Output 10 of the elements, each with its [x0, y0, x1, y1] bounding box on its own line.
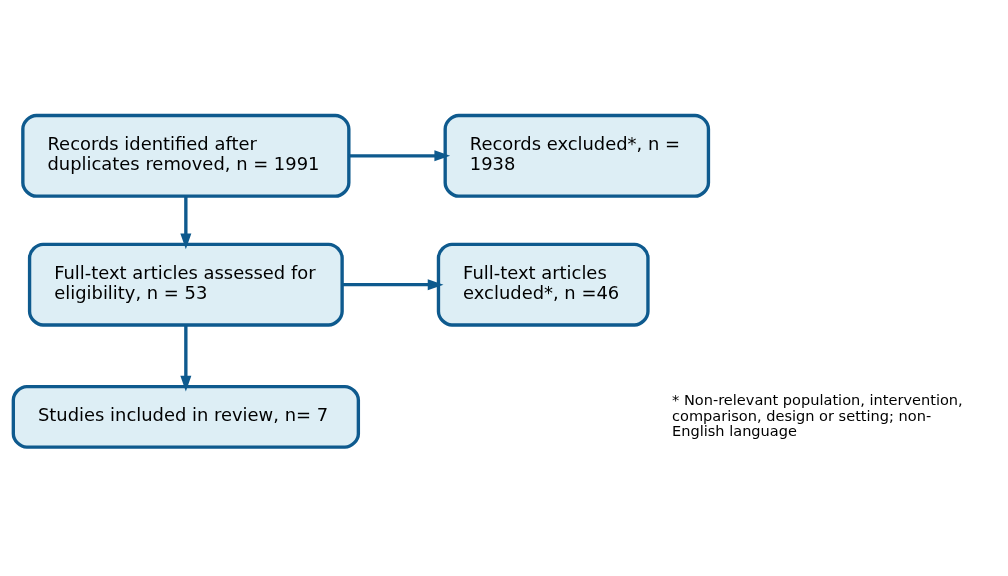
node-box: Studies included in review, n= 7: [11, 384, 361, 449]
arrow: [342, 279, 444, 291]
arrow: [180, 196, 192, 250]
node-box: Records excluded*, n = 1938: [443, 113, 711, 198]
node-box: Full-text articles excluded*, n =46: [436, 242, 650, 327]
label: * Non-relevant population, intervention, comparison, design or setting; non-English language: [672, 390, 963, 440]
arrow: [180, 325, 192, 392]
node-box: Records identified after duplicates removed, n = 1991: [21, 113, 351, 198]
arrow: [348, 150, 451, 162]
node-box: Full-text articles assessed for eligibility, n = 53: [27, 242, 344, 327]
